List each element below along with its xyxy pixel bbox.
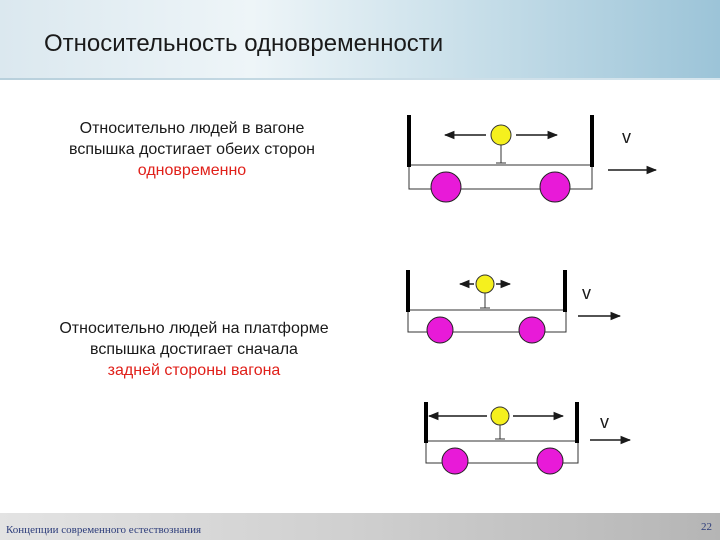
wheel <box>427 317 453 343</box>
text-line: Относительно людей на платформе <box>14 318 374 339</box>
text-block-wagon: Относительно людей в вагоне вспышка дост… <box>22 118 362 181</box>
text-block-platform: Относительно людей на платформе вспышка … <box>14 318 374 381</box>
wheel <box>519 317 545 343</box>
wheel <box>540 172 570 202</box>
wagon-diagram-3: v <box>415 395 665 495</box>
wagon-wall-rear <box>424 402 428 443</box>
text-line: Относительно людей в вагоне <box>22 118 362 139</box>
wagon-diagram-2: v <box>400 262 670 362</box>
wagon-wall-front <box>575 402 579 443</box>
wheel <box>431 172 461 202</box>
text-line-highlight: задней стороны вагона <box>14 360 374 381</box>
text-line: вспышка достигает обеих сторон <box>22 139 362 160</box>
footer-course-name: Концепции современного естествознания <box>6 524 201 536</box>
velocity-label: v <box>582 283 591 303</box>
wagon-wall-rear <box>407 115 411 167</box>
wheel <box>537 448 563 474</box>
footer-bar: Концепции современного естествознания 22 <box>0 513 720 540</box>
wagon-wall-front <box>563 270 567 312</box>
wagon-wall-rear <box>406 270 410 312</box>
text-line: вспышка достигает сначала <box>14 339 374 360</box>
wagon-diagram-1: v <box>400 105 670 215</box>
lamp <box>476 275 494 293</box>
lamp <box>491 407 509 425</box>
velocity-label: v <box>622 127 631 147</box>
slide-title: Относительность одновременности <box>44 30 443 58</box>
velocity-label: v <box>600 412 609 432</box>
text-line-highlight: одновременно <box>22 160 362 181</box>
wagon-wall-front <box>590 115 594 167</box>
wheel <box>442 448 468 474</box>
page-number: 22 <box>701 521 712 533</box>
header-divider <box>0 78 720 80</box>
lamp <box>491 125 511 145</box>
